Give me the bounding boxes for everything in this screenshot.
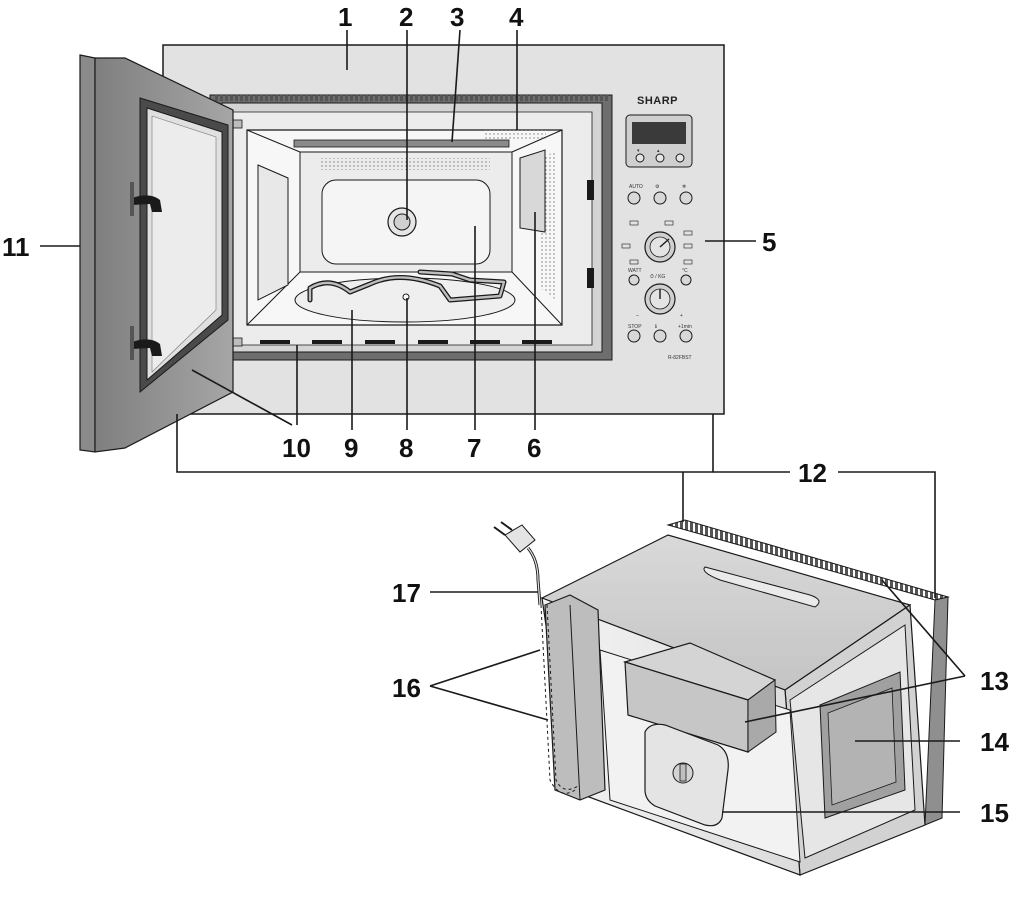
callout-2: 2 (399, 2, 413, 32)
cavity-frame-vent (215, 95, 610, 101)
cord-hidden-path (540, 604, 576, 794)
callout-13: 13 (980, 666, 1009, 696)
rear-box-side (747, 679, 777, 753)
reheat-button[interactable] (679, 191, 693, 205)
power-cord (493, 521, 579, 794)
door (79, 54, 234, 453)
auto-button[interactable] (627, 191, 641, 205)
celsius-label: °C (682, 268, 688, 274)
cavity-lamp (293, 139, 510, 148)
ceiling-perforation (320, 158, 490, 170)
callout-16: 16 (392, 673, 421, 703)
svg-text:▾: ▾ (637, 148, 640, 154)
callout-6: 6 (527, 433, 541, 463)
watt-button[interactable] (628, 274, 640, 286)
plug-head (504, 524, 536, 553)
svg-text:⚙: ⚙ (655, 184, 660, 190)
display-screen (632, 122, 686, 144)
callout-7: 7 (467, 433, 481, 463)
roller-stay (402, 293, 410, 301)
kg-label: ⏱ / KG (650, 274, 665, 280)
vent-holes (484, 130, 546, 140)
left-wall-panel (257, 164, 289, 301)
leader-lines (40, 29, 966, 813)
callout-labels: 1 2 3 4 5 6 7 8 9 10 11 12 13 14 15 16 1… (2, 2, 1009, 828)
dial-minus: – (636, 313, 639, 319)
model-label: R-82FBST (668, 355, 692, 361)
callout-11: 11 (2, 232, 30, 262)
callout-5: 5 (762, 227, 776, 257)
top-handle-recess (703, 566, 820, 608)
dial-plus: + (680, 313, 683, 319)
watt-label: WATT (628, 268, 642, 274)
callout-12: 12 (798, 458, 827, 488)
callout-4: 4 (509, 2, 524, 32)
stop-button[interactable] (627, 329, 641, 343)
trim-frame-side (924, 596, 949, 826)
door-latch-top (132, 195, 162, 212)
callout-1: 1 (338, 2, 352, 32)
front-view: SHARP ▾ ▴ AUTO ⚙ ❄ WATT (79, 44, 725, 453)
latch-hole-bottom (587, 268, 594, 288)
callout-9: 9 (344, 433, 358, 463)
svg-text:❄: ❄ (682, 184, 686, 190)
callout-3: 3 (450, 2, 464, 32)
rear-view (493, 519, 950, 876)
latch-hole-top (587, 180, 594, 200)
callout-14: 14 (980, 727, 1009, 757)
stop-label: STOP (628, 324, 642, 330)
control-panel: SHARP ▾ ▴ AUTO ⚙ ❄ WATT (621, 95, 693, 361)
callout-8: 8 (399, 433, 413, 463)
callout-17: 17 (392, 578, 421, 608)
up-button[interactable] (655, 153, 665, 163)
svg-text:▴: ▴ (657, 148, 660, 154)
down-button[interactable] (635, 153, 645, 163)
clock-button[interactable] (675, 153, 685, 163)
brand-logo: SHARP (637, 95, 678, 107)
info-button[interactable] (653, 329, 667, 343)
start-button[interactable] (679, 329, 693, 343)
temp-button[interactable] (680, 274, 692, 286)
waveguide-cover (519, 149, 546, 233)
door-edge (79, 54, 96, 453)
defrost-button[interactable] (653, 191, 667, 205)
svg-text:ℹ: ℹ (655, 324, 657, 330)
start-plus-label: +1min (678, 324, 692, 330)
callout-10: 10 (282, 433, 311, 463)
callout-15: 15 (980, 798, 1009, 828)
auto-label: AUTO (629, 184, 643, 190)
door-latch-bottom (132, 339, 162, 356)
